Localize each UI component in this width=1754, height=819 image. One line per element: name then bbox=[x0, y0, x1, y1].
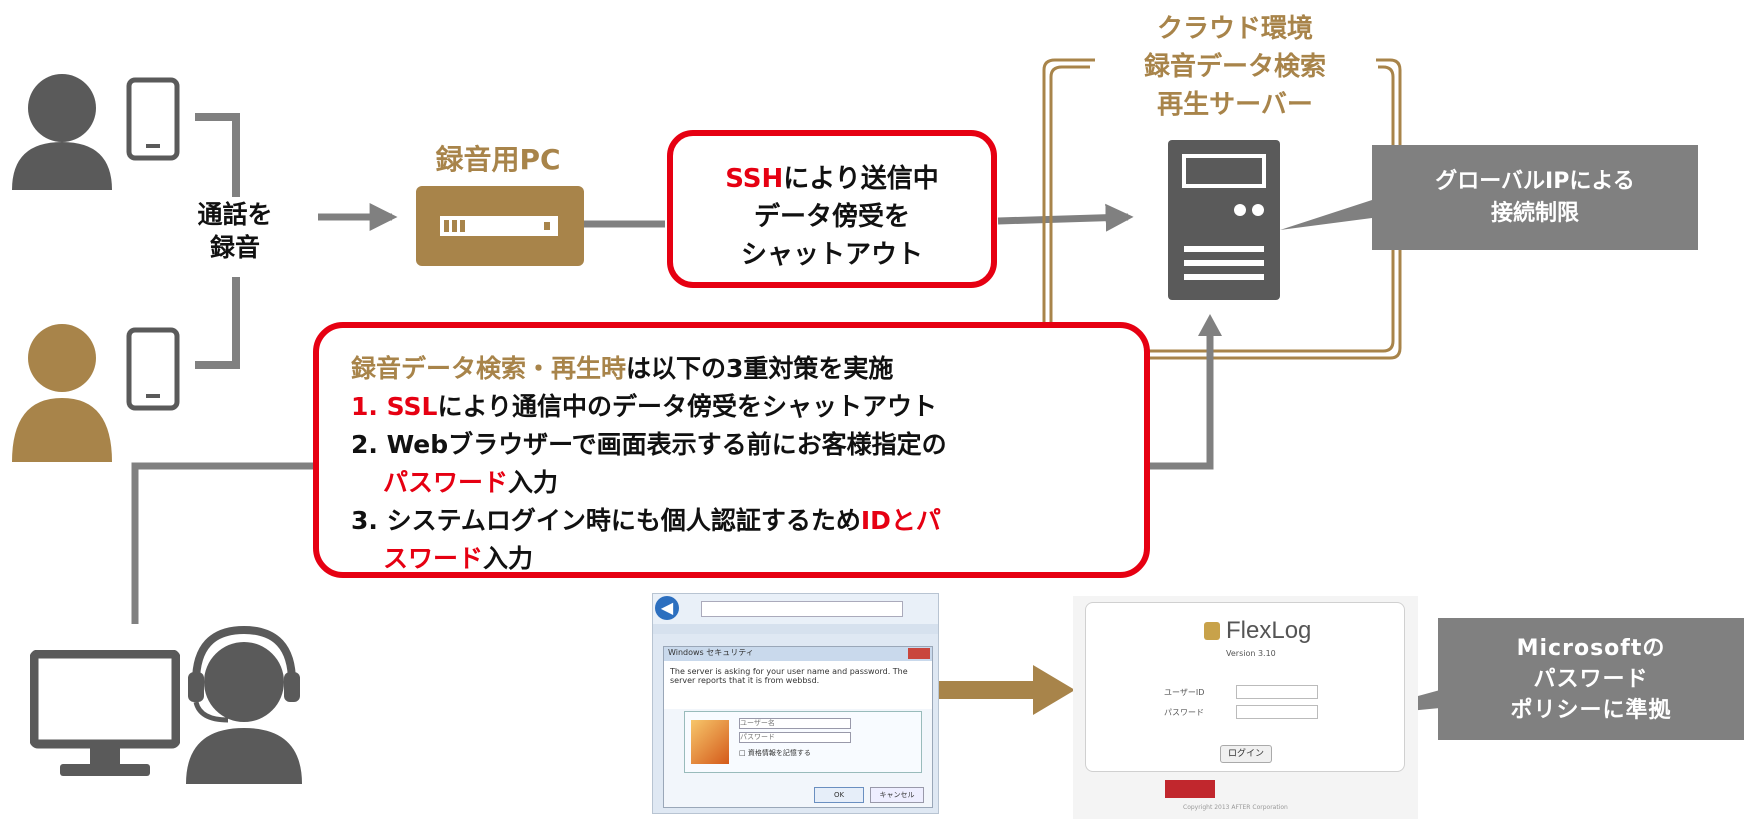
windows-security-dialog: Windows セキュリティ The server is asking for … bbox=[663, 646, 933, 808]
user-tile-icon bbox=[691, 720, 729, 764]
back-icon: ◀ bbox=[655, 596, 679, 620]
cloud-bracket bbox=[1042, 58, 1402, 360]
auth-user-input[interactable] bbox=[739, 718, 851, 729]
adobe-reader-icon bbox=[1165, 780, 1215, 798]
phone-bracket-line bbox=[195, 113, 240, 369]
ssh-callout-box: SSHにより送信中 データ傍受を シャットアウト bbox=[667, 130, 997, 288]
flexlog-user-input[interactable] bbox=[1236, 685, 1318, 699]
callee-person-icon bbox=[10, 320, 118, 466]
cloud-title: クラウド環境 録音データ検索 再生サーバー bbox=[1143, 14, 1326, 120]
operator-to-server-line bbox=[131, 332, 1214, 624]
ok-button[interactable]: OK bbox=[814, 787, 864, 803]
recording-pc-icon bbox=[416, 186, 584, 270]
recording-label: 通話を録音 bbox=[197, 200, 273, 262]
ssh-highlight: SSH bbox=[725, 164, 784, 194]
smartphone-icon bbox=[126, 77, 182, 165]
global-ip-pointer bbox=[1280, 200, 1372, 230]
cancel-button[interactable]: キャンセル bbox=[870, 787, 924, 803]
caller-person-icon bbox=[10, 70, 118, 194]
recording-pc-label: 録音用PC bbox=[435, 143, 561, 176]
flexlog-login-screenshot: FlexLog Version 3.10 ユーザーID パスワード ログイン C… bbox=[1073, 596, 1418, 819]
smartphone-icon bbox=[126, 327, 182, 415]
server-icon bbox=[1168, 140, 1280, 304]
database-icon bbox=[1204, 622, 1220, 640]
security-measures-box: 録音データ検索・再生時は以下の3重対策を実施 1. SSLにより通信中のデータ傍… bbox=[313, 322, 1150, 578]
login-button[interactable]: ログイン bbox=[1220, 745, 1272, 763]
close-icon[interactable] bbox=[908, 648, 930, 659]
ms-policy-callout: Microsoftの パスワード ポリシーに準拠 bbox=[1438, 618, 1744, 740]
global-ip-callout: グローバルIPによる 接続制限 bbox=[1372, 145, 1698, 250]
flexlog-password-input[interactable] bbox=[1236, 705, 1318, 719]
gold-flow-arrow bbox=[935, 665, 1075, 715]
auth-password-input[interactable] bbox=[739, 732, 851, 743]
monitor-icon bbox=[29, 649, 181, 784]
operator-headset-icon bbox=[186, 620, 306, 788]
browser-auth-screenshot: ◀ Windows セキュリティ The server is asking fo… bbox=[652, 593, 939, 814]
arrow-to-server bbox=[997, 203, 1134, 232]
flexlog-logo: FlexLog bbox=[1204, 617, 1311, 645]
